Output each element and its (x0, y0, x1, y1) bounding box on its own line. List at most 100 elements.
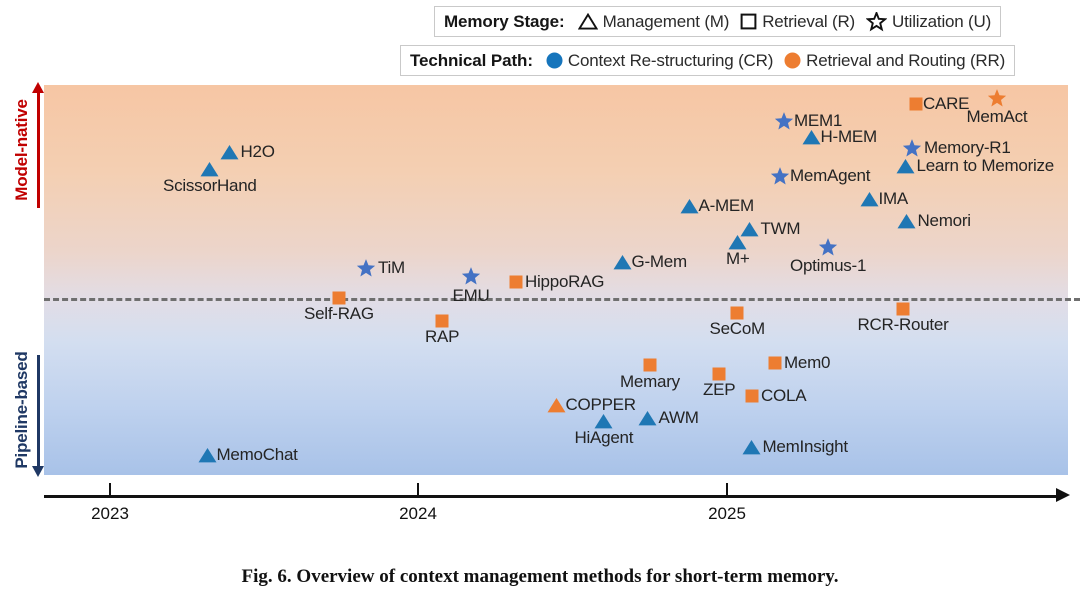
square-icon (509, 275, 523, 289)
square-icon (768, 356, 782, 370)
data-point-label: MEM1 (794, 111, 843, 130)
square-icon (643, 358, 657, 372)
data-point-label: MemoChat (216, 445, 298, 464)
data-point-memory-r1[interactable]: Memory-R1 (902, 138, 1011, 158)
data-point-label: Memary (620, 372, 680, 391)
data-point-label: IMA (878, 189, 909, 208)
square-icon (909, 97, 923, 111)
triangle-icon (740, 222, 758, 237)
legend-stage-entry-label: Retrieval (R) (762, 11, 856, 31)
triangle-icon (742, 440, 760, 455)
data-point-zep[interactable]: ZEP (703, 367, 736, 400)
x-axis-line (44, 495, 1064, 498)
data-point-care[interactable]: CARE (909, 94, 971, 114)
triangle-icon (802, 130, 820, 145)
data-point-memact[interactable]: MemAct (966, 88, 1028, 127)
x-tick-label-2023: 2023 (91, 504, 129, 523)
data-point-mem1[interactable]: MEM1 (774, 111, 844, 131)
data-point-label: Optimus-1 (790, 255, 867, 275)
data-point-m-[interactable]: M+ (726, 234, 750, 269)
star-icon (770, 166, 790, 184)
model-native-arrow-head-icon (32, 82, 44, 93)
square-icon (435, 314, 449, 328)
data-point-emu[interactable]: EMU (452, 266, 490, 305)
data-point-cola[interactable]: COLA (745, 386, 807, 406)
data-point-label: Self-RAG (304, 304, 374, 323)
triangle-icon (220, 145, 238, 160)
data-point-label: COPPER (565, 395, 637, 414)
legend-stage-entry-label: Management (M) (602, 11, 730, 31)
data-point-optimus-1[interactable]: Optimus-1 (790, 237, 867, 276)
data-point-label: ZEP (703, 380, 736, 399)
data-point-memagent[interactable]: MemAgent (770, 166, 872, 186)
circle-icon (784, 52, 801, 69)
data-point-scissorhand[interactable]: ScissorHand (163, 161, 257, 196)
data-point-label: H-MEM (820, 127, 878, 146)
data-point-label: Nemori (917, 211, 972, 230)
model-native-pipeline-divider (44, 298, 1080, 301)
data-point-nemori[interactable]: Nemori (897, 211, 971, 231)
triangle-icon (638, 411, 656, 426)
data-point-self-rag[interactable]: Self-RAG (304, 291, 374, 324)
data-point-h-mem[interactable]: H-MEM (802, 127, 879, 147)
x-tick-2024 (417, 483, 420, 495)
x-tick-label-2024: 2024 (399, 504, 437, 523)
data-point-label: G-Mem (631, 252, 688, 271)
data-point-tim[interactable]: TiM (356, 258, 405, 278)
x-axis-arrow-icon (1056, 488, 1070, 502)
data-point-label: EMU (452, 285, 490, 305)
data-point-twm[interactable]: TWM (740, 219, 801, 239)
data-point-mem0[interactable]: Mem0 (768, 353, 830, 373)
star-icon (461, 266, 481, 284)
model-native-axis-arrow (37, 88, 40, 208)
square-icon (730, 306, 744, 320)
data-point-secom[interactable]: SeCoM (710, 306, 765, 339)
data-point-label: ScissorHand (163, 176, 257, 195)
data-point-label: MemAct (966, 106, 1028, 126)
pipeline-based-arrow-head-icon (32, 466, 44, 477)
triangle-icon (728, 235, 747, 250)
data-point-meminsight[interactable]: MemInsight (742, 437, 848, 457)
star-icon (356, 258, 376, 276)
data-point-h2o[interactable]: H2O (220, 142, 275, 162)
data-point-hiagent[interactable]: HiAgent (574, 413, 634, 448)
triangle-icon (198, 448, 216, 463)
square-outline-icon (740, 13, 757, 30)
data-point-label: A-MEM (698, 196, 755, 215)
legend-path-entry-1: Retrieval and Routing (RR) (784, 51, 1005, 71)
circle-icon (546, 52, 563, 69)
legend-memory-stage: Memory Stage: Management (M)Retrieval (R… (434, 6, 1002, 37)
data-point-hipporag[interactable]: HippoRAG (509, 272, 605, 292)
data-point-a-mem[interactable]: A-MEM (680, 196, 756, 216)
data-point-label: MemAgent (790, 166, 871, 185)
data-point-memary[interactable]: Memary (620, 358, 680, 391)
data-point-label: SeCoM (709, 319, 766, 338)
legend-path-entry-label: Context Re-structuring (CR) (567, 50, 774, 70)
axis-label-model-native: Model-native (12, 99, 31, 201)
star-icon (987, 88, 1007, 106)
data-point-ima[interactable]: IMA (860, 189, 910, 209)
triangle-icon (547, 398, 565, 413)
data-point-awm[interactable]: AWM (638, 408, 699, 428)
data-point-label: HiAgent (574, 428, 634, 447)
data-point-copper[interactable]: COPPER (547, 395, 638, 415)
star-icon (774, 111, 794, 129)
pipeline-based-axis-arrow (37, 355, 40, 468)
triangle-icon (594, 414, 613, 429)
triangle-icon (896, 159, 914, 174)
data-point-label: Learn to Memorize (916, 156, 1055, 175)
data-point-learn-to-memorize[interactable]: Learn to Memorize (896, 156, 1054, 176)
x-tick-2023 (109, 483, 112, 495)
axis-label-pipeline-based: Pipeline-based (12, 351, 31, 469)
data-point-rap[interactable]: RAP (425, 314, 459, 347)
data-point-label: RAP (425, 327, 460, 346)
data-point-memochat[interactable]: MemoChat (198, 445, 300, 465)
data-point-g-mem[interactable]: G-Mem (613, 252, 689, 272)
legend-technical-path: Technical Path: Context Re-structuring (… (400, 45, 1016, 76)
triangle-icon (680, 199, 698, 214)
star-icon (902, 138, 922, 156)
data-point-rcr-router[interactable]: RCR-Router (858, 302, 949, 335)
square-icon (712, 367, 726, 381)
data-point-label: RCR-Router (857, 315, 949, 334)
